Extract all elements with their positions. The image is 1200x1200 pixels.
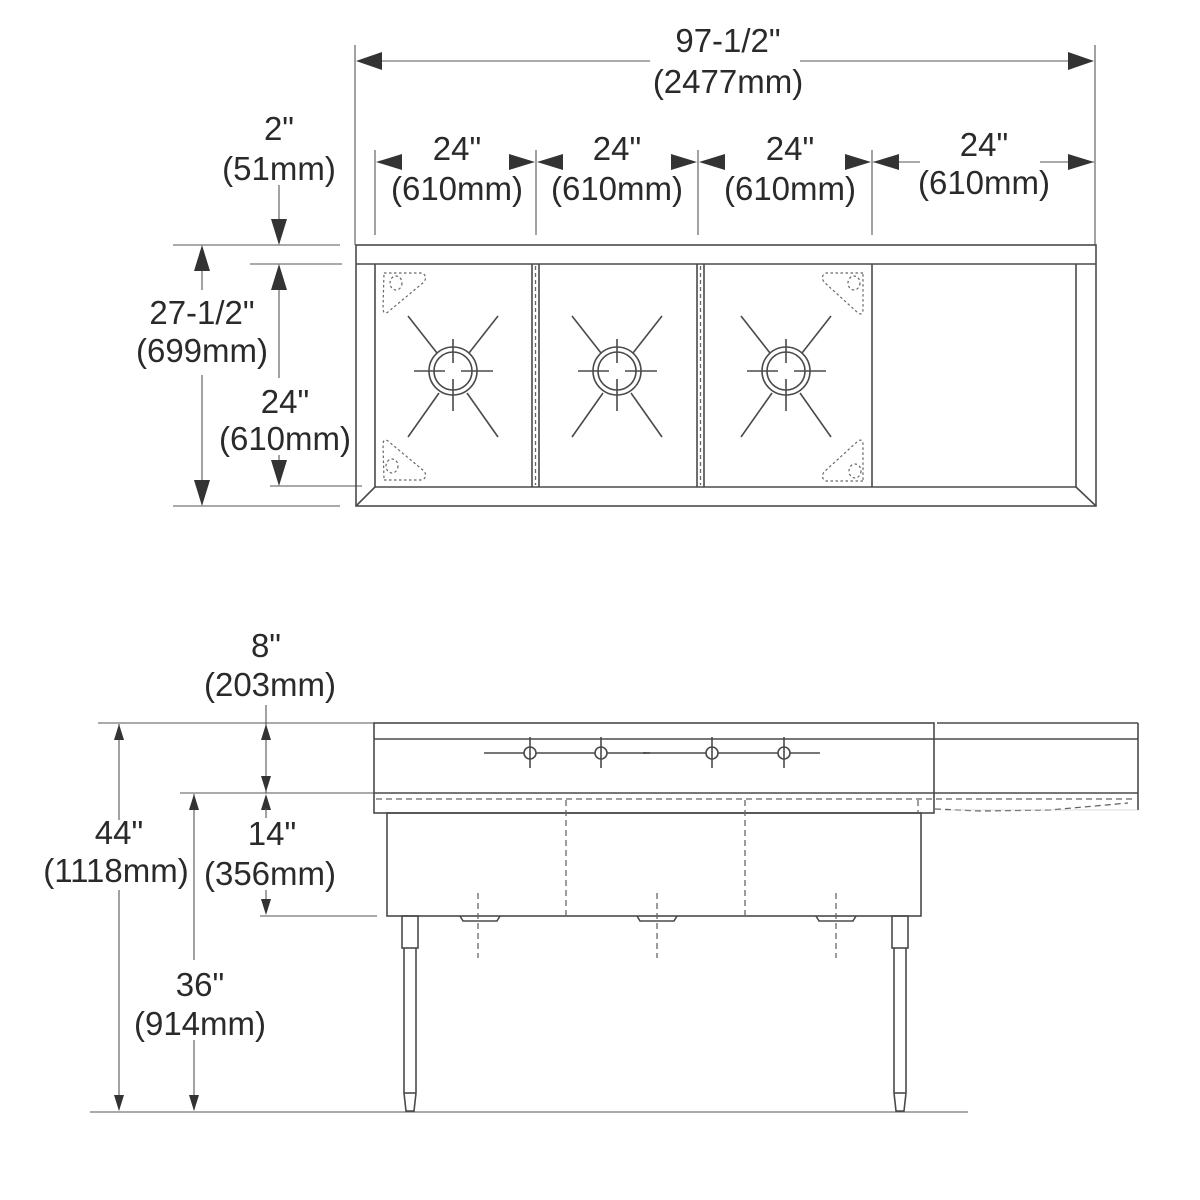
- leg-right: [891, 915, 909, 1112]
- bowl-depth-metric: (610mm): [219, 420, 351, 457]
- bowl-depth-imperial: 24": [261, 383, 309, 420]
- overall-width-imperial: 97-1/2": [675, 22, 780, 59]
- overall-width-metric: (2477mm): [653, 63, 803, 100]
- top-view: 97-1/2" (2477mm) 24" (610mm) 24" (610mm)…: [136, 22, 1097, 507]
- backsplash-depth-metric: (51mm): [222, 150, 336, 187]
- overall-depth-metric: (699mm): [136, 332, 268, 369]
- leg-left: [401, 915, 419, 1112]
- drain-outlets: [459, 893, 857, 958]
- faucet-holes: [484, 737, 820, 768]
- overall-width-dimension: 97-1/2" (2477mm): [354, 22, 1096, 245]
- compartment-dimensions: 24" (610mm) 24" (610mm) 24" (610mm) 24" …: [374, 126, 1094, 235]
- drainboard-metric: (610mm): [918, 164, 1050, 201]
- depth-dimensions: 2" (51mm) 27-1/2" (699mm) 24" (610mm): [136, 110, 362, 507]
- compartment-3-imperial: 24": [766, 130, 814, 167]
- compartment-3-metric: (610mm): [724, 170, 856, 207]
- backsplash-height-imperial: 8": [251, 627, 281, 664]
- arrow-left-icon: [356, 52, 382, 70]
- drainboard-imperial: 24": [960, 126, 1008, 163]
- drainboard-elevation: [934, 722, 1139, 812]
- overall-height-metric: (1118mm): [43, 852, 188, 889]
- sink-plan-outline: [355, 244, 1097, 507]
- bowl-depth-front-imperial: 14": [248, 815, 296, 852]
- drain-icon: [740, 315, 832, 438]
- overall-depth-imperial: 27-1/2": [149, 294, 254, 331]
- height-dimensions: 8" (203mm) 14" (356mm) 44" (1118mm) 36" …: [43, 627, 968, 1113]
- work-height-metric: (914mm): [134, 1005, 266, 1042]
- compartment-2-imperial: 24": [593, 130, 641, 167]
- compartment-2-metric: (610mm): [551, 170, 683, 207]
- sink-elevation: [373, 722, 1139, 1112]
- drain-icon: [407, 315, 499, 438]
- work-height-imperial: 36": [176, 966, 224, 1003]
- corner-gusset-icons: [382, 272, 864, 482]
- arrow-right-icon: [1068, 52, 1094, 70]
- backsplash-height-metric: (203mm): [204, 666, 336, 703]
- drain-icon: [571, 315, 663, 438]
- compartment-1-imperial: 24": [433, 130, 481, 167]
- backsplash-depth-imperial: 2": [264, 110, 294, 147]
- bowl-depth-front-metric: (356mm): [204, 855, 336, 892]
- compartment-1-metric: (610mm): [391, 170, 523, 207]
- front-view: 8" (203mm) 14" (356mm) 44" (1118mm) 36" …: [43, 627, 1139, 1113]
- overall-height-imperial: 44": [95, 814, 143, 851]
